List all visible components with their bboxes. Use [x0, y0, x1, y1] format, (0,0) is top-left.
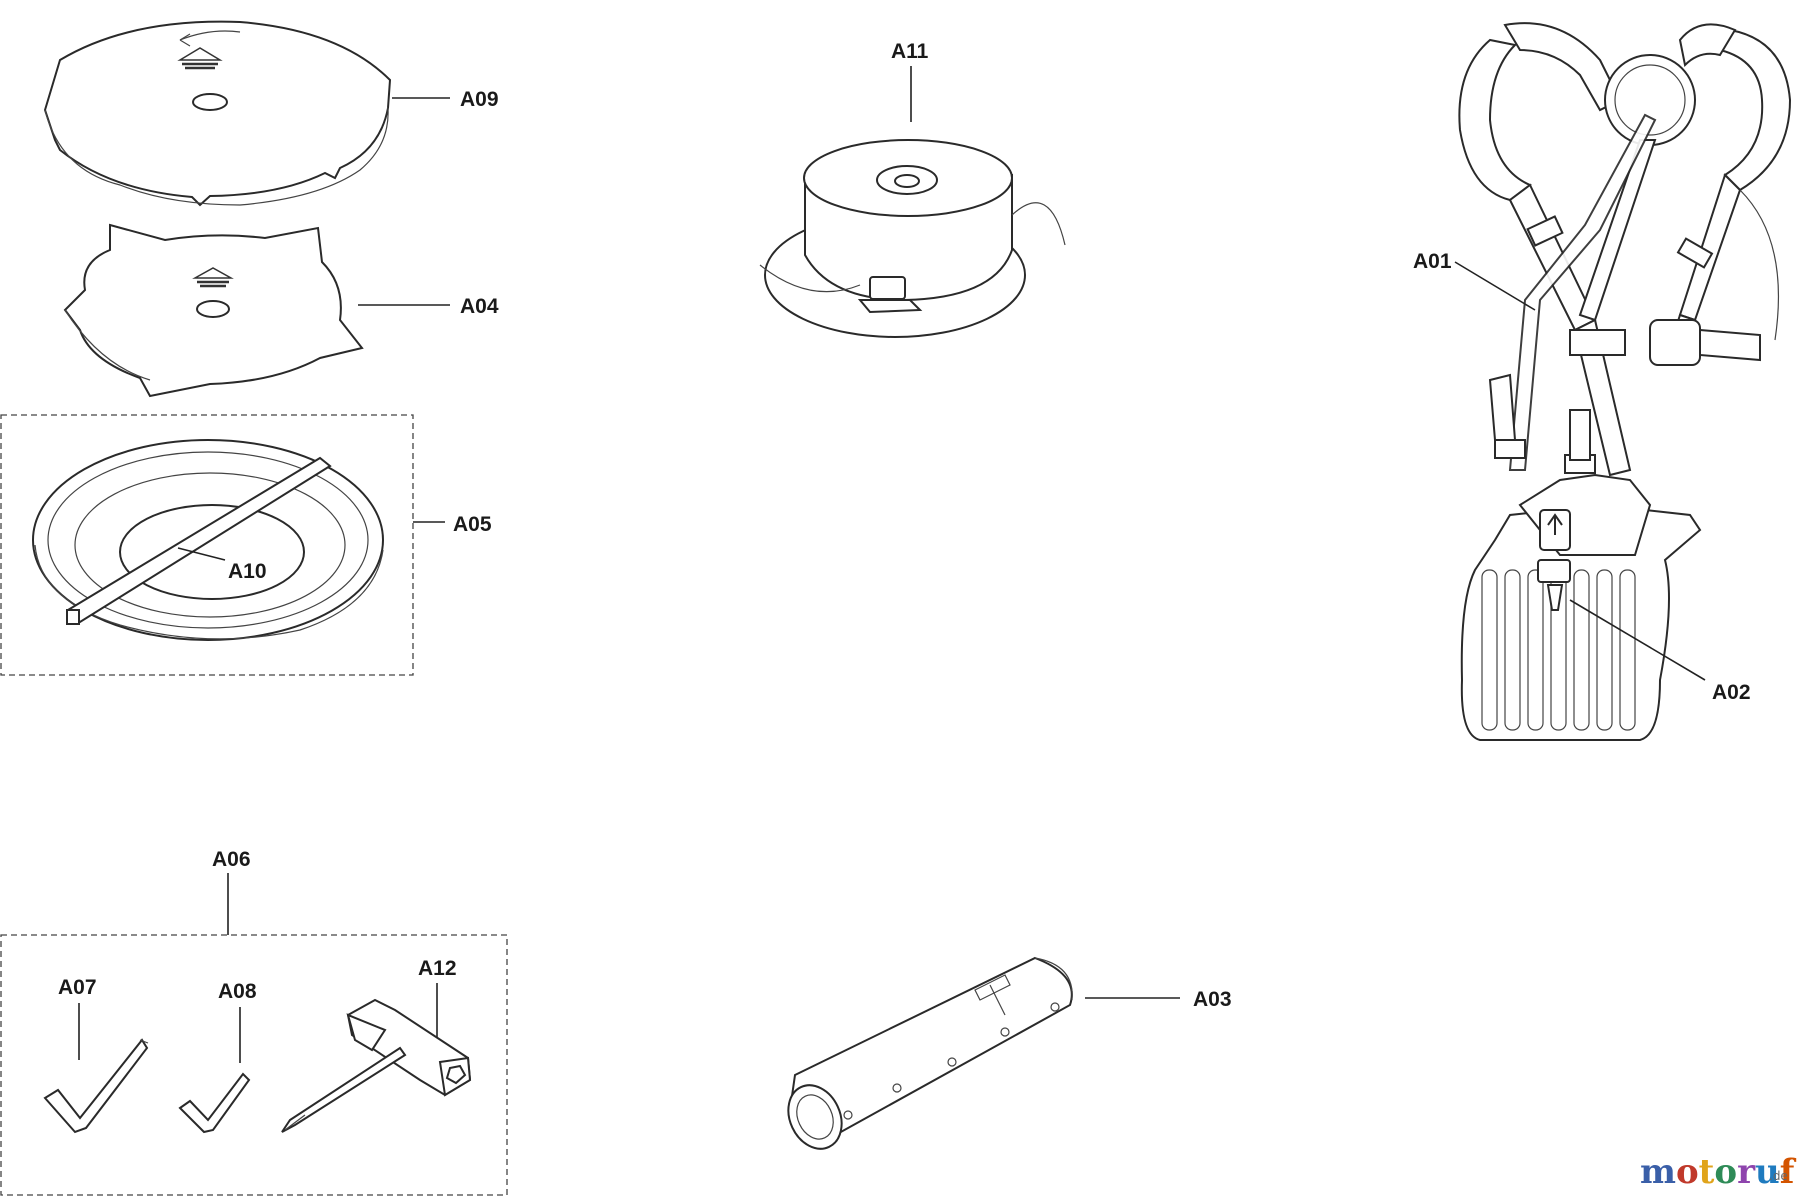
carabiner-hook	[1537, 559, 1571, 583]
harness-a01: A01	[1413, 22, 1792, 477]
label-a05: A05	[453, 513, 492, 536]
label-a03: A03	[1193, 988, 1232, 1011]
line-eyelet	[869, 276, 906, 300]
watermark-letter: f	[1780, 1152, 1797, 1192]
label-a01: A01	[1413, 250, 1452, 273]
leader-line-a01	[1454, 261, 1536, 311]
watermark-letter: o	[1714, 1152, 1737, 1192]
label-a09: A09	[460, 88, 499, 111]
strap-buckle	[1494, 439, 1526, 459]
spark-plug-wrench-a12: A12	[281, 957, 472, 1133]
strap-clip	[66, 609, 80, 625]
connecting-tube-a03: A03	[787, 956, 1232, 1150]
watermark-letter: o	[1676, 1152, 1699, 1192]
brand-triangle-icon	[192, 267, 234, 288]
watermark-suffix: .de	[1769, 1169, 1788, 1183]
label-a10: A10	[228, 560, 267, 583]
label-a02: A02	[1712, 681, 1751, 704]
group-box-a06	[0, 934, 508, 1196]
blade-guard-a05: A10	[32, 439, 384, 641]
label-a11: A11	[891, 40, 929, 63]
watermark-letter: u	[1755, 1152, 1780, 1192]
label-a12: A12	[418, 957, 457, 980]
trimmer-head-a11: A11	[759, 40, 1066, 338]
leader-line-a02	[1569, 599, 1706, 681]
group-box-a05	[0, 414, 414, 676]
watermark-logo: motoruf .de	[1640, 1152, 1797, 1192]
hip-pad-a02: A02	[1460, 473, 1751, 741]
strap-buckle	[1569, 329, 1626, 356]
brand-triangle-icon	[177, 47, 223, 70]
label-a08: A08	[218, 980, 257, 1003]
four-tooth-blade-a04: A04	[63, 223, 499, 398]
watermark-letter: r	[1737, 1152, 1756, 1192]
watermark-letter: m	[1640, 1152, 1676, 1192]
hex-key-small-a08: A08	[178, 980, 257, 1134]
brush-cutter-blade-a09: A09	[43, 20, 499, 207]
strap-buckle	[1649, 319, 1701, 366]
pad-ribs	[1481, 569, 1636, 731]
svg-text:motoruf: motoruf	[1640, 1152, 1797, 1192]
label-a07: A07	[58, 976, 97, 999]
strap-buckle	[1676, 237, 1714, 269]
label-a04: A04	[460, 295, 499, 318]
hex-key-large-a07: A07	[43, 976, 149, 1134]
strap-buckle	[1526, 215, 1564, 247]
leader-line-a10	[177, 547, 226, 561]
watermark-letter: t	[1699, 1152, 1715, 1192]
label-a06: A06	[212, 848, 251, 871]
